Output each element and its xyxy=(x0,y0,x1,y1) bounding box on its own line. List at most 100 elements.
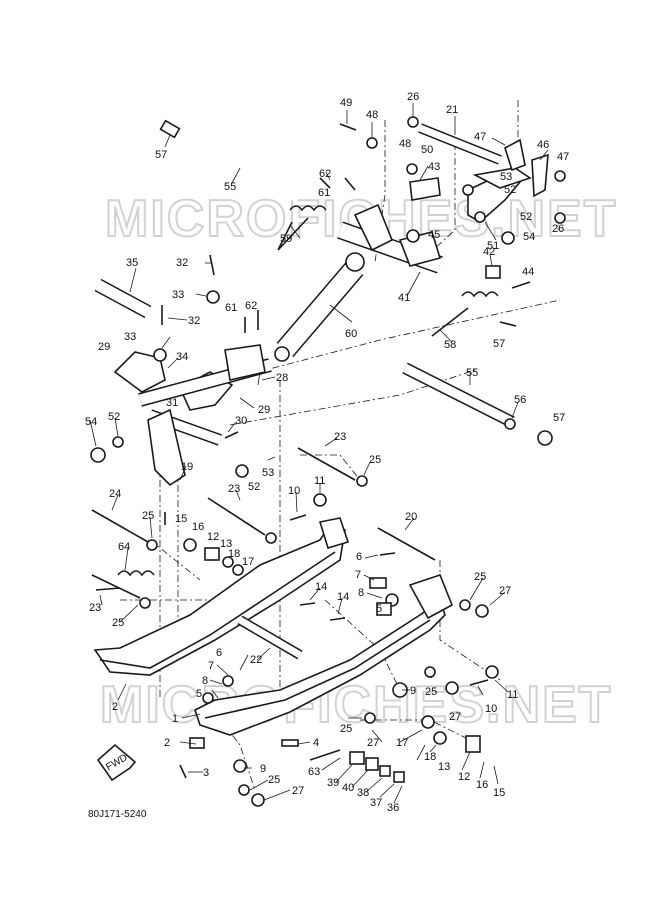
blocks xyxy=(189,265,501,783)
callout-2: 2 xyxy=(112,701,118,713)
callout-49: 49 xyxy=(340,97,352,109)
callouts: 49 48 26 21 47 46 47 57 48 50 53 43 52 6… xyxy=(85,91,569,814)
shock-absorber-60 xyxy=(274,252,365,362)
callout-9: 9 xyxy=(410,685,416,697)
callout-3: 3 xyxy=(203,767,209,779)
callout-11: 11 xyxy=(314,475,325,487)
callout-53: 53 xyxy=(262,467,274,479)
callout-57: 57 xyxy=(155,149,167,161)
callout-19: 19 xyxy=(181,461,193,473)
leader-lines xyxy=(89,103,549,804)
callout-37: 37 xyxy=(370,797,382,809)
callout-53: 53 xyxy=(500,171,512,183)
callout-35: 35 xyxy=(126,257,138,269)
callout-27: 27 xyxy=(449,711,461,723)
callout-61: 61 xyxy=(225,302,237,314)
callout-52: 52 xyxy=(108,411,120,423)
callout-25: 25 xyxy=(369,454,381,466)
callout-32: 32 xyxy=(188,315,200,327)
callout-29: 29 xyxy=(98,341,110,353)
callout-60: 60 xyxy=(345,328,357,340)
callout-7: 7 xyxy=(355,569,361,581)
callout-15: 15 xyxy=(493,787,505,799)
shaft-55-lower xyxy=(402,362,515,428)
callout-16: 16 xyxy=(192,521,204,533)
callout-41: 41 xyxy=(398,292,410,304)
callout-31: 31 xyxy=(166,397,178,409)
callout-27: 27 xyxy=(292,785,304,797)
bolt-57-top-left xyxy=(159,119,181,139)
callout-9: 9 xyxy=(260,763,266,775)
callout-51: 51 xyxy=(487,240,499,252)
callout-43: 43 xyxy=(428,161,440,173)
callout-30: 30 xyxy=(235,415,247,427)
shaft-55-upper xyxy=(178,131,300,203)
callout-16: 16 xyxy=(476,779,488,791)
callout-27: 27 xyxy=(367,737,379,749)
callout-47: 47 xyxy=(557,151,569,163)
callout-59: 59 xyxy=(280,233,292,245)
callout-8: 8 xyxy=(358,587,364,599)
callout-61: 61 xyxy=(318,187,330,199)
callout-14: 14 xyxy=(337,591,349,603)
callout-58: 58 xyxy=(444,339,456,351)
callout-55: 55 xyxy=(466,367,478,379)
callout-1: 1 xyxy=(172,713,178,725)
callout-57: 57 xyxy=(553,412,565,424)
callout-42: 42 xyxy=(483,246,495,258)
callout-63: 63 xyxy=(308,766,320,778)
cross-shaft-22 xyxy=(237,615,303,660)
callout-23: 23 xyxy=(89,602,101,614)
callout-17: 17 xyxy=(242,556,254,568)
callout-47: 47 xyxy=(474,131,486,143)
torsion-spring-59 xyxy=(277,205,327,251)
callout-25: 25 xyxy=(425,686,437,698)
callout-62: 62 xyxy=(245,300,257,312)
callout-32: 32 xyxy=(176,257,188,269)
callout-20: 20 xyxy=(405,511,417,523)
callout-6: 6 xyxy=(216,647,222,659)
callout-23: 23 xyxy=(334,431,346,443)
callout-12: 12 xyxy=(458,771,470,783)
callout-25: 25 xyxy=(268,774,280,786)
callout-29: 29 xyxy=(258,404,270,416)
callout-28: 28 xyxy=(276,372,288,384)
callout-40: 40 xyxy=(342,782,354,794)
callout-5: 5 xyxy=(196,688,202,700)
callout-10: 10 xyxy=(485,703,497,715)
torsion-spring-58 xyxy=(431,291,499,337)
callout-5: 5 xyxy=(376,603,382,615)
forward-arrow: FWD xyxy=(96,743,137,782)
callout-52: 52 xyxy=(504,184,516,196)
callout-25: 25 xyxy=(474,571,486,583)
callout-64: 64 xyxy=(118,541,130,553)
callout-25: 25 xyxy=(142,510,154,522)
callout-55: 55 xyxy=(224,181,236,193)
callout-48: 48 xyxy=(366,109,378,121)
callout-22: 22 xyxy=(250,654,262,666)
callout-46: 46 xyxy=(537,139,549,151)
slide-rail-left xyxy=(93,517,350,676)
callout-54: 54 xyxy=(85,416,97,428)
callout-11: 11 xyxy=(507,689,518,701)
small-bolts xyxy=(161,123,531,779)
callout-33: 33 xyxy=(172,289,184,301)
callout-15: 15 xyxy=(175,513,187,525)
callout-4: 4 xyxy=(313,737,319,749)
callout-57: 57 xyxy=(493,338,505,350)
upper-arm-assembly xyxy=(337,123,549,274)
callout-52: 52 xyxy=(520,211,532,223)
slide-rail-right xyxy=(194,574,454,736)
callout-33: 33 xyxy=(124,331,136,343)
callout-13: 13 xyxy=(438,761,450,773)
callout-48: 48 xyxy=(399,138,411,150)
callout-45: 45 xyxy=(428,229,440,241)
callout-7: 7 xyxy=(208,660,214,672)
callout-25: 25 xyxy=(112,617,124,629)
callout-56: 56 xyxy=(514,394,526,406)
callout-54: 54 xyxy=(523,231,535,243)
callout-27: 27 xyxy=(499,585,511,597)
callout-10: 10 xyxy=(288,485,300,497)
callout-34: 34 xyxy=(176,351,188,363)
callout-39: 39 xyxy=(327,777,339,789)
